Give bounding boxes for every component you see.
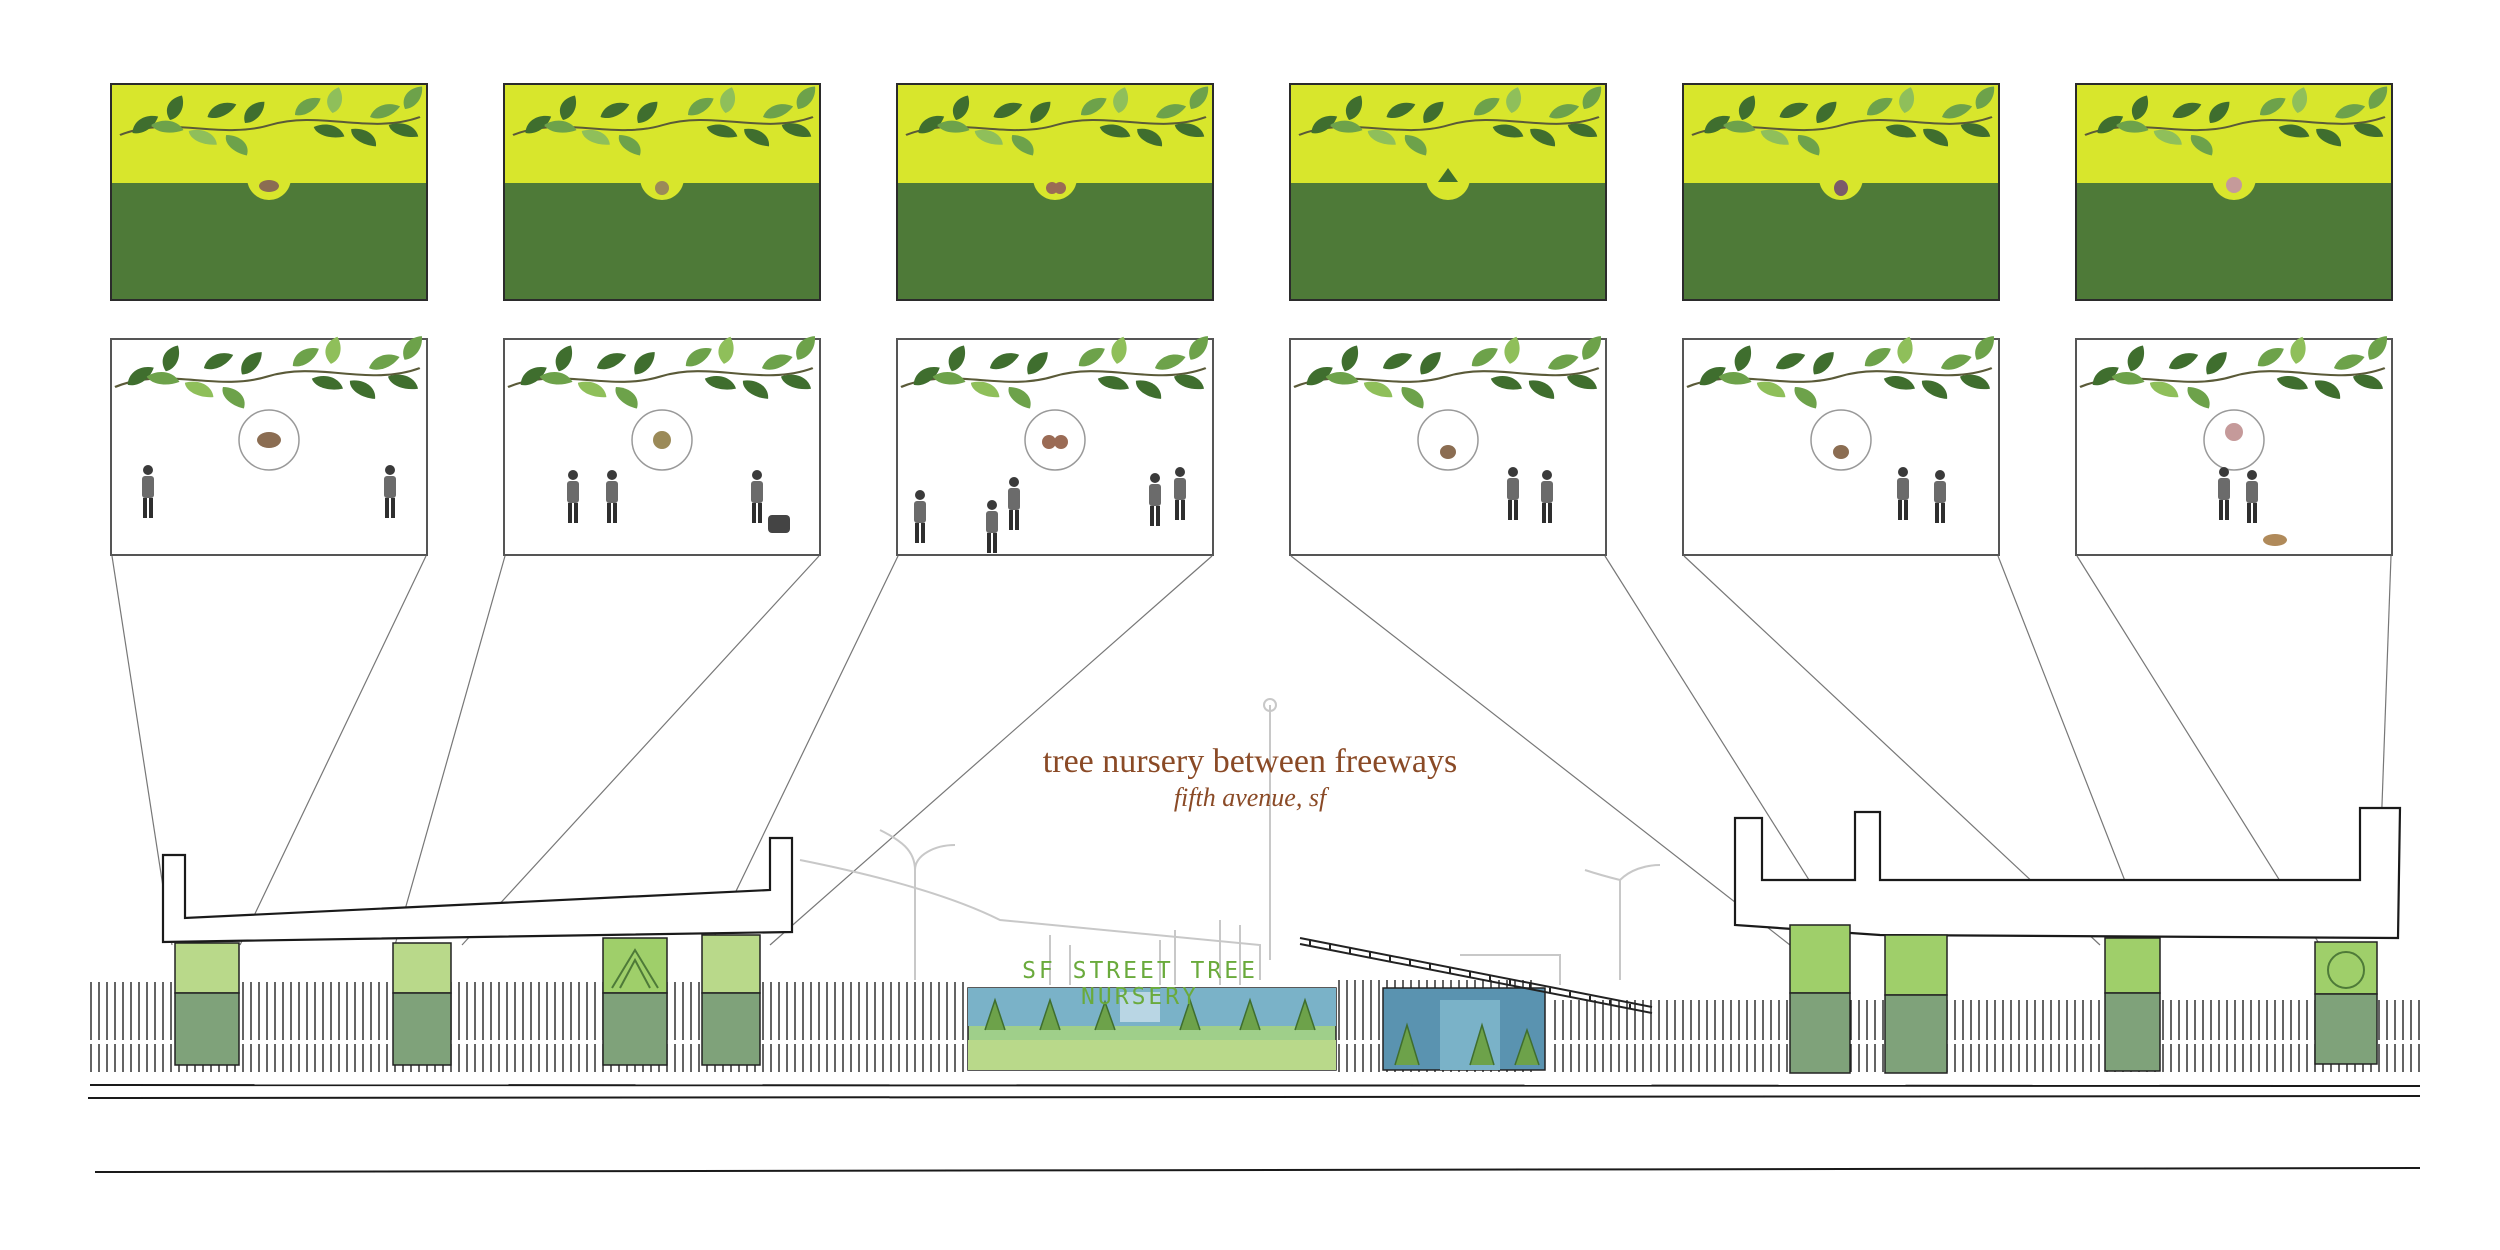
species-panel-2 bbox=[503, 83, 821, 301]
pillar-3 bbox=[602, 937, 668, 1066]
pillar-5 bbox=[1789, 924, 1851, 1074]
ground-lines bbox=[87, 1080, 2421, 1173]
dog bbox=[2263, 534, 2287, 546]
maple-leaf-icon bbox=[1438, 168, 1458, 182]
pillars bbox=[174, 924, 2378, 1074]
seed-pod-icon bbox=[1834, 180, 1848, 196]
freeway-right bbox=[1733, 806, 2402, 940]
canopy-top-2 bbox=[513, 83, 822, 200]
freeway-left bbox=[161, 836, 794, 944]
pillar-1 bbox=[174, 942, 240, 1066]
seed-pod-icon bbox=[259, 180, 279, 192]
canopy-top-1 bbox=[120, 83, 429, 200]
panel-ground bbox=[505, 183, 819, 299]
pillar-7 bbox=[2104, 937, 2161, 1072]
canopy-street-4 bbox=[1294, 333, 1608, 471]
species-panel-6 bbox=[2075, 83, 2393, 301]
nursery-view-right bbox=[1382, 987, 1546, 1071]
panel-ground bbox=[112, 183, 426, 299]
pillar-8 bbox=[2314, 941, 2378, 1065]
pillar-4 bbox=[701, 934, 761, 1066]
panel-ground bbox=[1684, 183, 1998, 299]
panel-ground bbox=[898, 183, 1212, 299]
canopy-street-2 bbox=[508, 333, 822, 471]
fruit-cluster-icon bbox=[655, 181, 669, 195]
title-main: tree nursery between freeways bbox=[1042, 743, 1458, 780]
pillar-6 bbox=[1884, 934, 1948, 1074]
canopy-top-3 bbox=[906, 83, 1215, 200]
canopy-street-1 bbox=[115, 333, 429, 471]
species-panel-4 bbox=[1289, 83, 1607, 301]
title-subtitle: fifth avenue, sf bbox=[1173, 783, 1327, 812]
flower-cluster-icon bbox=[2226, 177, 2242, 193]
panel-ground bbox=[1291, 183, 1605, 299]
diagram-title: tree nursery between freeways fifth aven… bbox=[930, 742, 1570, 814]
pedestrians bbox=[142, 465, 2287, 553]
pillar-2 bbox=[392, 942, 452, 1066]
nursery-canopy-roof bbox=[1299, 937, 1653, 1014]
background-sketch bbox=[799, 698, 1661, 985]
canopy-top-6 bbox=[2085, 83, 2394, 200]
panel-ground bbox=[2077, 183, 2391, 299]
canopy-street-3 bbox=[901, 333, 1215, 471]
canopy-top-5 bbox=[1692, 83, 2001, 200]
nursery-view-main bbox=[967, 987, 1337, 1071]
canopy-street-6 bbox=[2080, 333, 2394, 471]
species-panel-3 bbox=[896, 83, 1214, 301]
stroller bbox=[768, 515, 790, 533]
canopy-street-5 bbox=[1687, 333, 2001, 471]
nursery-sign: SF STREET TREE NURSERY bbox=[1022, 958, 1258, 1010]
canopy-top-4 bbox=[1299, 83, 1608, 200]
